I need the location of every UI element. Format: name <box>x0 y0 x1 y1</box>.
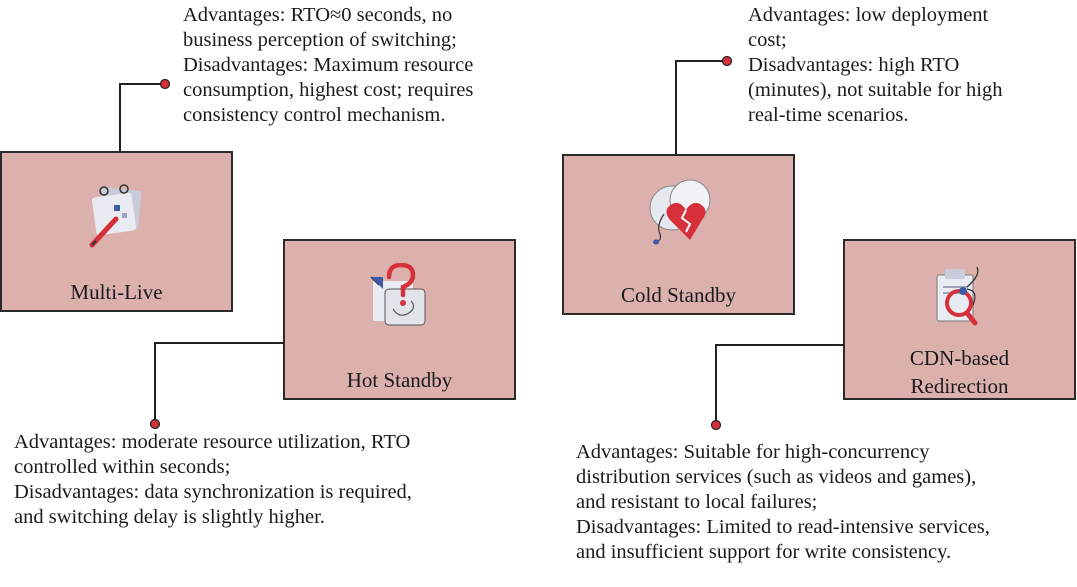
connector-hot-standby <box>154 342 283 424</box>
description-line: and switching delay is slightly higher. <box>14 506 325 528</box>
cdn-redirection-label-line-1: CDN-based <box>909 346 1010 370</box>
description-line: consumption, highest cost; requires <box>183 79 474 101</box>
description-line: distribution services (such as videos an… <box>576 466 977 488</box>
description-line: Disadvantages: Limited to read-intensive… <box>576 516 990 538</box>
description-line: consistency control mechanism. <box>183 104 446 126</box>
cdn-redirection-label-line-2: Redirection <box>910 374 1009 398</box>
description-line: Disadvantages: Maximum resource <box>183 54 474 76</box>
connector-cold-standby <box>675 60 727 154</box>
description-line: Advantages: RTO≈0 seconds, no <box>183 4 453 26</box>
multi-live-description: Advantages: RTO≈0 seconds, no business p… <box>183 3 473 128</box>
cdn-redirection-description: Advantages: Suitable for high-concurrenc… <box>576 440 990 565</box>
connector-multi-live <box>119 83 165 152</box>
question-hand-icon <box>365 262 431 331</box>
cold-standby-label: Cold Standby <box>621 283 736 307</box>
description-line: real-time scenarios. <box>748 104 909 126</box>
description-line: business perception of switching; <box>183 29 457 51</box>
cold-standby-description: Advantages: low deployment cost; Disadva… <box>748 3 1003 128</box>
calendar-pencil-icon <box>86 183 146 249</box>
description-line: Disadvantages: data synchronization is r… <box>14 481 412 503</box>
broken-heart-icon <box>646 178 718 248</box>
multi-live-label: Multi-Live <box>70 280 163 304</box>
description-line: and resistant to local failures; <box>576 491 818 513</box>
description-line: Advantages: Suitable for high-concurrenc… <box>576 441 930 463</box>
description-line: and insufficient support for write consi… <box>576 541 952 563</box>
hot-standby-description: Advantages: moderate resource utilizatio… <box>14 430 412 530</box>
cdn-redirection-box: CDN-based Redirection <box>843 239 1076 400</box>
hot-standby-box: Hot Standby <box>283 239 516 400</box>
connector-dot-cdn-redirection <box>710 419 722 431</box>
multi-live-box: Multi-Live <box>0 151 233 312</box>
hot-standby-label: Hot Standby <box>346 368 453 392</box>
connector-dot-hot-standby <box>149 418 161 430</box>
description-line: cost; <box>748 29 787 51</box>
magnifier-document-icon <box>927 261 991 331</box>
description-line: (minutes), not suitable for high <box>748 79 1003 101</box>
description-line: controlled within seconds; <box>14 456 231 478</box>
description-line: Advantages: low deployment <box>748 4 989 26</box>
connector-dot-cold-standby <box>721 55 733 67</box>
description-line: Disadvantages: high RTO <box>748 54 960 76</box>
connector-dot-multi-live <box>159 78 171 90</box>
connector-cdn-redirection <box>715 344 843 425</box>
description-line: Advantages: moderate resource utilizatio… <box>14 431 411 453</box>
cold-standby-box: Cold Standby <box>562 154 795 315</box>
